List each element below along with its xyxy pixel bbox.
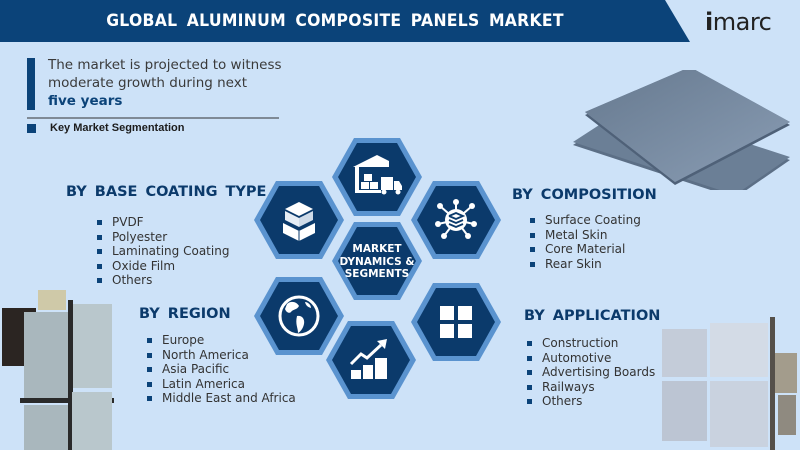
- segment-list-application: Construction Automotive Advertising Boar…: [527, 336, 655, 409]
- segment-title-composition: BY COMPOSITION: [512, 187, 657, 203]
- list-item: Polyester: [97, 230, 229, 245]
- hex-top: [331, 137, 423, 217]
- segment-title-base-coating: BY BASE COATING TYPE: [66, 184, 267, 200]
- hex-lower-right: [410, 282, 502, 362]
- intro-highlight: five years: [48, 93, 123, 109]
- list-item: Others: [97, 273, 229, 288]
- facade-panels-image-right: [662, 317, 797, 450]
- center-label-line1: MARKET: [352, 243, 402, 255]
- list-item: Core Material: [530, 242, 641, 257]
- logo-prefix: i: [705, 8, 713, 36]
- segment-list-composition: Surface Coating Metal Skin Core Material…: [530, 213, 641, 271]
- segmentation-marker-icon: [27, 124, 36, 133]
- key-segmentation-label: Key Market Segmentation: [50, 122, 185, 134]
- warehouse-truck-icon: [353, 155, 402, 195]
- center-label-line3: SEGMENTS: [344, 268, 410, 280]
- list-item: Railways: [527, 380, 655, 395]
- list-item: Others: [527, 394, 655, 409]
- facade-section-image-left: [2, 290, 114, 450]
- intro-divider: [27, 117, 279, 119]
- segment-title-application: BY APPLICATION: [524, 308, 661, 324]
- list-item: Oxide Film: [97, 259, 229, 274]
- list-item: Rear Skin: [530, 257, 641, 272]
- hex-lower-left: [253, 276, 345, 356]
- stacked-panels-image: [573, 70, 790, 190]
- list-item: PVDF: [97, 215, 229, 230]
- list-item: North America: [147, 348, 296, 363]
- segment-title-region: BY REGION: [139, 306, 231, 322]
- stacked-boxes-icon: [283, 202, 315, 241]
- list-item: Advertising Boards: [527, 365, 655, 380]
- title-banner: [0, 0, 690, 42]
- layers-network-icon: [435, 199, 477, 239]
- list-item: Asia Pacific: [147, 362, 296, 377]
- list-item: Europe: [147, 333, 296, 348]
- imarc-logo: imarc: [705, 8, 772, 36]
- intro-body: The market is projected to witness moder…: [48, 57, 282, 91]
- list-item: Middle East and Africa: [147, 391, 296, 406]
- list-item: Construction: [527, 336, 655, 351]
- list-item: Laminating Coating: [97, 244, 229, 259]
- grid-squares-icon: [440, 306, 472, 338]
- logo-rest: marc: [712, 8, 772, 36]
- growth-chart-icon: [349, 339, 387, 379]
- globe-icon: [278, 295, 320, 337]
- segment-list-region: Europe North America Asia Pacific Latin …: [147, 333, 296, 406]
- hex-upper-right: [410, 180, 502, 260]
- list-item: Latin America: [147, 377, 296, 392]
- segment-list-base-coating: PVDF Polyester Laminating Coating Oxide …: [97, 215, 229, 288]
- center-label-line2: DYNAMICS &: [339, 255, 415, 268]
- intro-text: The market is projected to witness moder…: [48, 56, 298, 110]
- hex-center: MARKET DYNAMICS & SEGMENTS: [331, 221, 423, 301]
- hex-bottom: [325, 320, 417, 400]
- intro-accent-bar: [27, 58, 35, 110]
- list-item: Automotive: [527, 351, 655, 366]
- center-hex-label: MARKET DYNAMICS & SEGMENTS: [331, 243, 423, 281]
- hex-upper-left: [253, 180, 345, 260]
- list-item: Metal Skin: [530, 228, 641, 243]
- list-item: Surface Coating: [530, 213, 641, 228]
- page-title: GLOBAL ALUMINUM COMPOSITE PANELS MARKET: [106, 11, 564, 31]
